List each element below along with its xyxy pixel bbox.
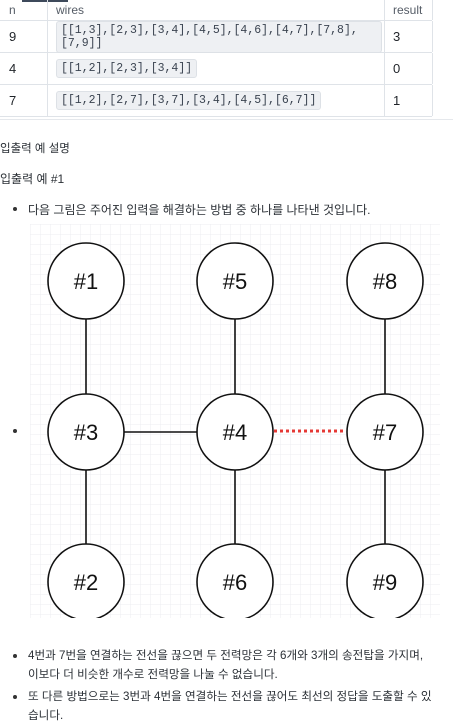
explanation-line-1: 4번과 7번을 연결하는 전선을 끊으면 두 전력망은 각 6개와 3개의 송전… — [28, 649, 424, 662]
node-3: #3 — [47, 393, 125, 471]
header-wires: wires — [56, 3, 85, 17]
node-1-label: #1 — [74, 269, 98, 294]
bullet-dot — [13, 207, 17, 211]
node-8-label: #8 — [373, 269, 397, 294]
cell-result: 1 — [393, 93, 401, 108]
node-3-label: #3 — [74, 420, 98, 445]
cell-result: 0 — [393, 61, 401, 76]
intro-text: 다음 그림은 주어진 입력을 해결하는 방법 중 하나를 나타낸 것입니다. — [28, 203, 371, 217]
node-9: #9 — [346, 543, 424, 618]
node-6-label: #6 — [223, 570, 247, 595]
node-1: #1 — [47, 242, 125, 320]
cell-n: 7 — [9, 93, 17, 108]
alternative-line-2: 습니다. — [28, 709, 64, 722]
node-7-label: #7 — [373, 420, 397, 445]
node-9-label: #9 — [373, 570, 397, 595]
node-8: #8 — [346, 242, 424, 320]
table-row: 4 [[1,2],[2,3],[3,4]] 0 — [0, 53, 433, 85]
cell-n: 4 — [9, 61, 17, 76]
explanation-line-2: 이보다 더 비슷한 개수로 전력망을 나눌 수 없습니다. — [28, 668, 278, 681]
network-diagram: #1 #5 #8 #3 #4 #7 #2 #6 #9 — [30, 224, 440, 618]
node-2-label: #2 — [74, 570, 98, 595]
node-4: #4 — [196, 393, 274, 471]
node-5: #5 — [196, 242, 274, 320]
section-title: 입출력 예 설명 — [0, 143, 70, 155]
header-result: result — [393, 3, 423, 17]
cell-n: 9 — [9, 29, 17, 44]
cell-wires: [[1,3],[2,3],[3,4],[4,5],[4,6],[4,7],[7,… — [56, 20, 382, 53]
node-7: #7 — [346, 393, 424, 471]
cell-wires: [[1,2],[2,7],[3,7],[3,4],[4,5],[6,7]] — [56, 91, 322, 110]
bullet-dot — [13, 695, 17, 699]
table-header: n wires result — [0, 0, 433, 21]
header-n: n — [9, 3, 16, 17]
node-5-label: #5 — [223, 269, 247, 294]
bullet-dot — [13, 654, 17, 658]
bullet-dot — [13, 429, 17, 433]
node-4-label: #4 — [223, 420, 247, 445]
cell-wires: [[1,2],[2,3],[3,4]] — [56, 59, 198, 78]
section-divider — [0, 119, 453, 120]
cell-result: 3 — [393, 29, 401, 44]
alternative-line-1: 또 다른 방법으로는 3번과 4번을 연결하는 전선을 끊어도 최선의 정답을 … — [28, 690, 432, 703]
table-row: 7 [[1,2],[2,7],[3,7],[3,4],[4,5],[6,7]] … — [0, 85, 433, 117]
table-row: 9 [[1,3],[2,3],[3,4],[4,5],[4,6],[4,7],[… — [0, 20, 433, 53]
example-title: 입출력 예 #1 — [0, 172, 65, 186]
header-accent — [22, 0, 68, 2]
node-6: #6 — [196, 543, 274, 618]
node-2: #2 — [47, 543, 125, 618]
